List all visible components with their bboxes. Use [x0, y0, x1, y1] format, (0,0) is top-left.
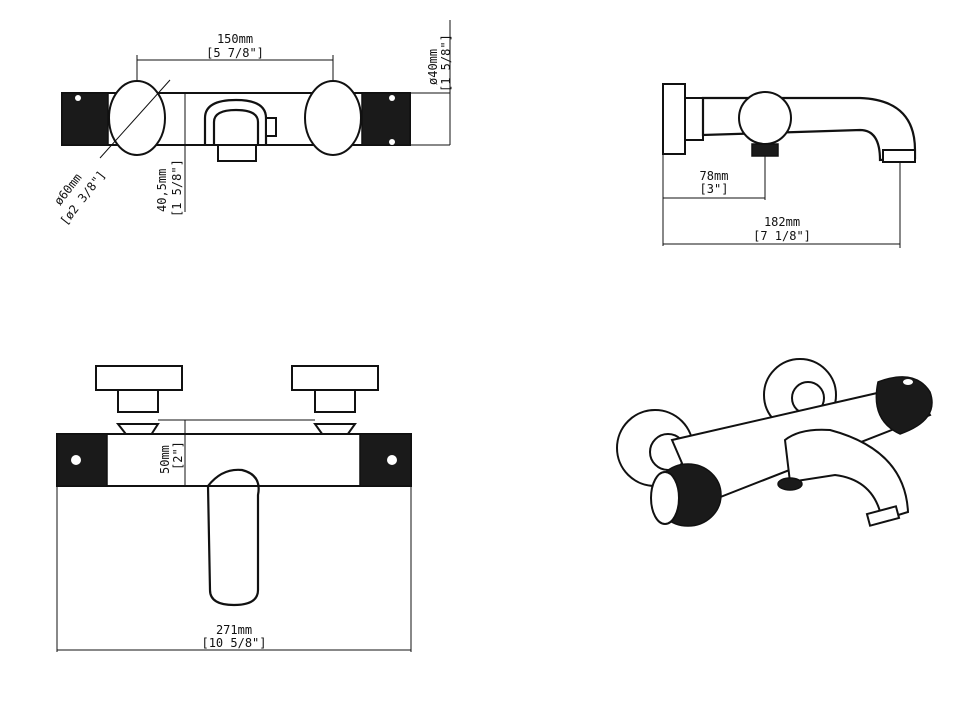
dim-150mm: 150mm — [217, 32, 253, 46]
top-view-left-knob — [61, 92, 109, 146]
front-view-right-knob — [359, 433, 412, 487]
side-view: 78mm [3"] 182mm [7 1/8"] — [662, 83, 917, 248]
front-view-right-handle — [291, 365, 379, 391]
dim-150mm-in: [5 7/8"] — [206, 46, 264, 60]
dim-40mm-in: [1 5/8"] — [439, 34, 453, 92]
dim-78mm-in: [3"] — [700, 182, 729, 196]
iso-spout — [783, 428, 910, 522]
front-view-left-knob — [56, 433, 108, 487]
dim-40-5mm-in: [1 5/8"] — [170, 159, 184, 217]
top-view-left-disc — [108, 80, 166, 156]
front-view-spout — [206, 468, 260, 607]
dim-182mm-in: [7 1/8"] — [753, 229, 811, 243]
dim-78mm: 78mm — [700, 169, 729, 183]
iso-right-knob — [875, 376, 933, 435]
top-view-right-disc — [304, 80, 362, 156]
top-view: 150mm [5 7/8"] ø40mm [1 5/8"] 40,5mm [1 … — [51, 20, 453, 228]
front-view-body — [56, 433, 412, 487]
side-view-wall-plate — [662, 83, 686, 155]
dim-182mm: 182mm — [764, 215, 800, 229]
dim-40-5mm: 40,5mm — [155, 169, 169, 212]
dim-50mm-in: [2"] — [171, 441, 185, 470]
dim-271mm: 271mm — [216, 623, 252, 637]
isometric-view — [616, 358, 933, 527]
front-view: 50mm [2"] 271mm [10 5/8"] — [56, 365, 412, 652]
dim-40mm: ø40mm — [426, 49, 440, 85]
dim-271mm-in: [10 5/8"] — [201, 636, 266, 650]
dim-50mm: 50mm — [158, 445, 172, 474]
top-view-spout — [203, 98, 268, 145]
side-view-handle — [738, 91, 792, 145]
top-view-right-knob — [361, 92, 411, 146]
front-view-left-handle — [95, 365, 183, 391]
